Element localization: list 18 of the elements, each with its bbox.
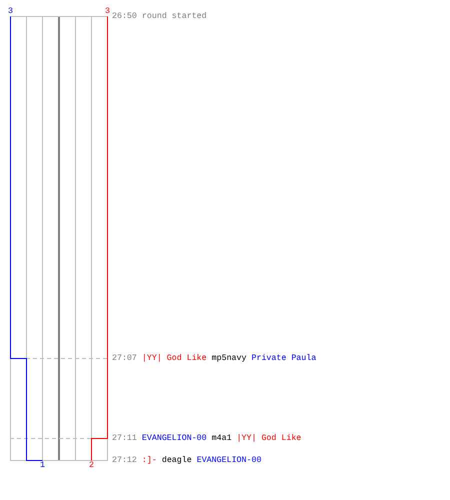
- weapon-name: m4a1: [212, 434, 232, 443]
- player-name: |YY| God Like: [236, 434, 302, 443]
- player-count: 1: [39, 460, 46, 470]
- player-name: EVANGELION-00: [196, 456, 262, 465]
- timestamp: 27:12: [112, 456, 137, 465]
- player-name: :]-: [142, 456, 157, 465]
- timestamp: 26:50: [112, 12, 137, 21]
- weapon-name: mp5navy: [212, 354, 246, 363]
- player-count: 2: [88, 460, 95, 470]
- timestamp: 27:11: [112, 434, 137, 443]
- weapon-name: deagle: [162, 456, 192, 465]
- player-name: Private Paula: [252, 354, 316, 363]
- event-text: round started: [142, 12, 207, 21]
- player-name: |YY| God Like: [142, 354, 207, 363]
- player-name: EVANGELION-00: [142, 434, 207, 443]
- player-count: 3: [7, 6, 14, 16]
- timestamp: 27:07: [112, 354, 137, 363]
- player-count: 3: [104, 6, 111, 16]
